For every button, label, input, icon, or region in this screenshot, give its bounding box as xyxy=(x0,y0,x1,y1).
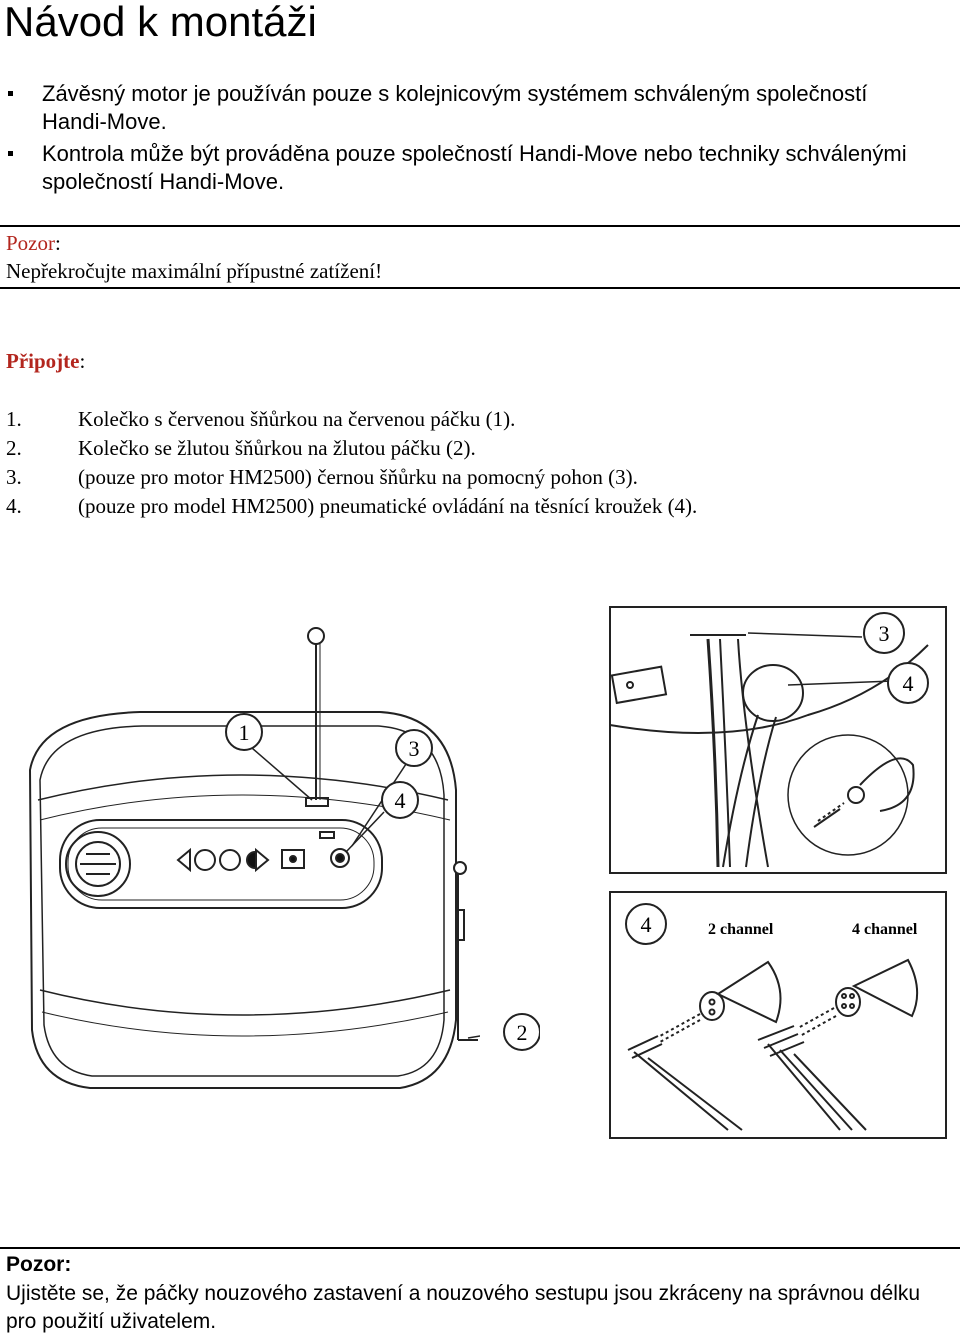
svg-text:3: 3 xyxy=(879,621,890,646)
svg-text:4: 4 xyxy=(641,912,652,937)
svg-text:1: 1 xyxy=(239,720,250,745)
connect-step: 2. Kolečko se žlutou šňůrkou na žlutou pá… xyxy=(6,434,956,463)
svg-text:4: 4 xyxy=(395,788,406,813)
motor-illustration: 1 3 4 xyxy=(28,627,480,1089)
pull-ball-icon xyxy=(453,861,467,875)
divider xyxy=(0,1247,960,1249)
svg-text:4: 4 xyxy=(903,671,914,696)
intro-bullet: Závěsný motor je používán pouze s kolejn… xyxy=(0,80,922,136)
callout-4: 4 xyxy=(381,781,419,819)
callout-1: 1 xyxy=(225,713,263,751)
step-text: Kolečko se žlutou šňůrkou na žlutou páčk… xyxy=(78,436,476,460)
divider xyxy=(0,225,960,227)
step-number: 2. xyxy=(6,436,22,460)
intro-bullet-text: Kontrola může být prováděna pouze společ… xyxy=(42,141,907,194)
warning-heading: Pozor: xyxy=(6,230,61,256)
channel-inset: 4 2 channel 4 channel xyxy=(609,891,947,1139)
connect-step: 4. (pouze pro model HM2500) pneumatické o… xyxy=(6,492,956,521)
divider xyxy=(0,287,960,289)
intro-bullet: Kontrola může být prováděna pouze společ… xyxy=(0,140,922,196)
bottom-warning-text: Ujistěte se, že páčky nouzového zastaven… xyxy=(6,1282,921,1333)
intro-bullet-text: Závěsný motor je používán pouze s kolejn… xyxy=(42,81,868,134)
step-number: 1. xyxy=(6,407,22,431)
bullet-square-icon xyxy=(8,151,13,156)
step-number: 4. xyxy=(6,494,22,518)
step-number: 3. xyxy=(6,465,22,489)
detail-callout-3: 3 xyxy=(863,612,905,654)
callout-2: 2 xyxy=(503,1013,540,1051)
warning-text: Nepřekročujte maximální přípustné zatíže… xyxy=(6,259,383,283)
connect-step: 3. (pouze pro motor HM2500) černou šňůrku… xyxy=(6,463,956,492)
intro-bullet-list: Závěsný motor je používán pouze s kolejn… xyxy=(0,80,960,200)
connect-heading: Připojte: xyxy=(6,348,85,374)
connect-label: Připojte xyxy=(6,349,80,373)
connect-steps-list: 1. Kolečko s červenou šňůrkou na červenou… xyxy=(6,405,956,521)
svg-text:2: 2 xyxy=(517,1020,528,1045)
label-2-channel: 2 channel xyxy=(708,921,774,938)
connect-colon: : xyxy=(79,349,86,373)
detail-callout-4: 4 xyxy=(887,662,929,704)
inset-callout-4: 4 xyxy=(625,903,667,945)
step-text: (pouze pro model HM2500) pneumatické ovl… xyxy=(78,494,698,518)
page-title: Návod k montáži xyxy=(4,0,317,45)
connect-step: 1. Kolečko s červenou šňůrkou na červenou… xyxy=(6,405,956,434)
svg-text:3: 3 xyxy=(409,736,420,761)
label-4-channel: 4 channel xyxy=(852,921,918,938)
pull-ball-icon xyxy=(307,627,325,645)
bottom-warning-heading: Pozor: xyxy=(6,1253,72,1276)
bullet-square-icon xyxy=(8,91,13,96)
callout-3: 3 xyxy=(395,729,433,767)
warning-colon: : xyxy=(55,231,61,255)
detail-connector-view: 3 4 xyxy=(609,606,947,874)
step-text: Kolečko s červenou šňůrkou na červenou p… xyxy=(78,407,516,431)
warning-label: Pozor xyxy=(6,231,55,255)
step-text: (pouze pro motor HM2500) černou šňůrku n… xyxy=(78,465,638,489)
